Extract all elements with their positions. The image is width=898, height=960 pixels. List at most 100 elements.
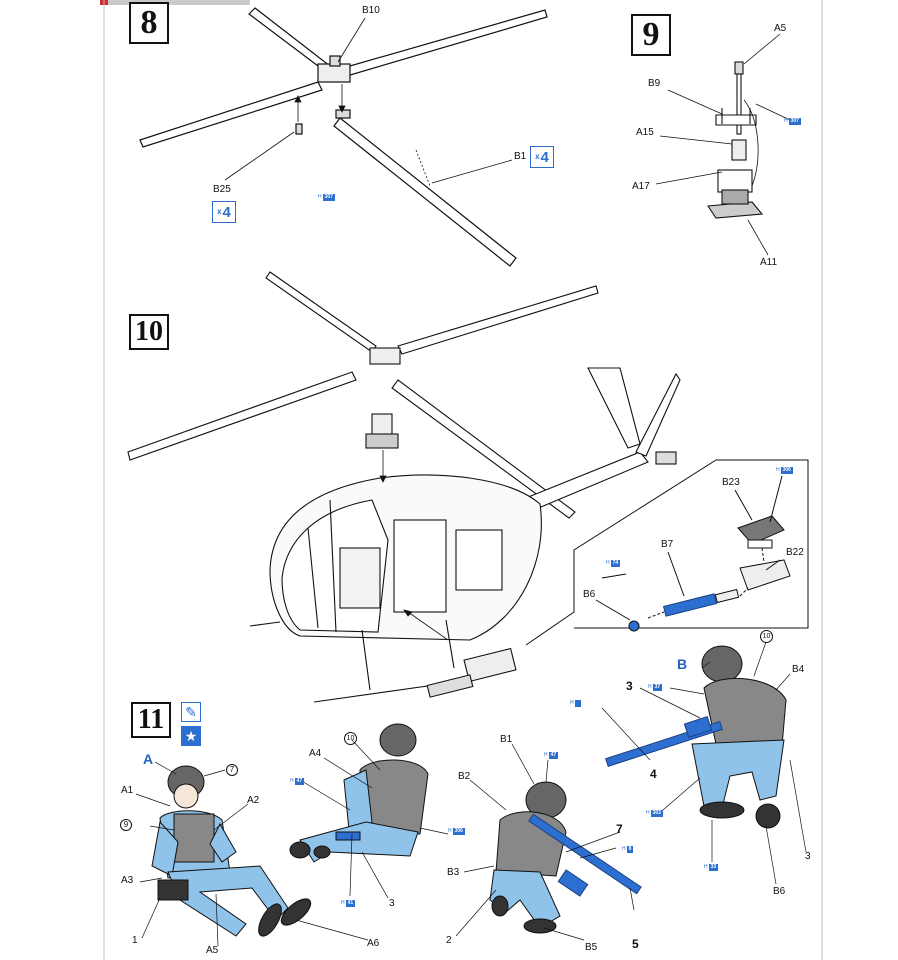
part-label-a5: A5 [774,23,787,34]
chip-code: 306 [452,828,465,835]
step9-mast-drawing [707,61,764,219]
chip-code: 41 [345,900,356,907]
barrel-b7 [662,593,718,617]
callout-9-circled: 9 [120,819,132,831]
part-label-a15: A15 [636,127,654,138]
figure-b-right-helmet [701,645,743,683]
blade-left [139,81,323,148]
callout-2: 2 [446,935,452,946]
sight-b23 [737,515,785,545]
part-label-b6: B6 [583,589,596,600]
part-label-b25: B25 [213,184,231,195]
part-label-b22: B22 [786,547,804,558]
callout-4: 4 [650,767,657,781]
quantity-value: 4 [222,203,231,221]
paint-brush-icon: ✎ [181,702,201,722]
step10-detail-inset [525,459,809,646]
chip-code: 47 [294,778,305,785]
chip-prefix: H [646,810,650,816]
color-chip: H [570,700,582,707]
chip-prefix: H [544,752,548,758]
chip-prefix: H [776,467,780,473]
part-label-b6-figure: B6 [773,886,786,897]
part-label-a3: A3 [121,875,134,886]
step-number-9: 9 [631,14,671,56]
part-label-b3: B3 [447,867,460,878]
figure-b-right-legs [691,739,785,809]
chip-code: 74 [610,560,621,567]
quantity-value: 4 [540,148,549,166]
step10-helicopter-drawing [127,271,681,703]
step-number-8: 8 [129,2,169,44]
part-label-a6: A6 [367,938,380,949]
mast-swashplate-b9 [715,114,757,126]
part-label-a2: A2 [247,795,260,806]
callout-7-bold: 7 [616,822,623,836]
main-blade-front [391,379,576,519]
chip-prefix: H [448,828,452,834]
chip-code: 306 [780,467,793,474]
chip-prefix: H [648,684,652,690]
main-rotor-hub [369,347,401,365]
part-label-b7: B7 [661,539,674,550]
chip-code: 307 [788,118,801,125]
callout-3-b: 3 [805,851,811,862]
part-label-a1: A1 [121,785,134,796]
part-label-b9: B9 [648,78,661,89]
chip-prefix: H [784,118,788,124]
step-number-10: 10 [129,314,169,350]
multiplier-prefix: x [535,152,540,161]
chip-prefix: H [622,846,626,852]
rotor-hub [317,63,351,83]
mast-top [734,61,744,75]
callout-10-circled-a4: 10 [344,732,357,745]
tail-fin-upper [587,367,641,449]
chip-code: 8 [626,846,634,853]
figure-label-a: A [143,751,154,767]
figure-a4-helmet [379,723,417,757]
chip-code: 33 [708,864,719,871]
main-blade-left [127,371,357,461]
part-label-b1-figure: B1 [500,734,513,745]
chip-code: 47 [548,752,559,759]
chip-prefix: H [704,864,708,870]
main-blade-back-right [397,285,599,355]
callout-1: 1 [132,935,138,946]
part-label-a11: A11 [760,257,778,268]
chip-code: 303 [650,810,663,817]
multiplier-prefix: x [217,207,222,216]
part-label-b5: B5 [585,942,598,953]
chip-code: 37 [652,684,663,691]
tail-fin-lower [635,372,681,457]
part-label-b4: B4 [792,664,805,675]
chip-prefix: H [570,700,574,706]
part-label-b1: B1 [514,151,527,162]
callout-5: 5 [632,937,639,951]
part-label-a4: A4 [309,748,322,759]
mount-b22 [739,559,791,591]
callout-3-a4: 3 [389,898,395,909]
blade-upper-left [248,7,331,73]
blade-front [333,117,517,267]
figure-a-arm-right [209,822,237,863]
main-blade-back-left [265,271,377,353]
crew-figure-a [151,765,312,937]
figure-b-right-torso [703,677,787,747]
crew-figure-b-left [489,781,642,934]
figure-a4-torso [359,759,429,835]
step8-rotor-drawing [139,7,548,267]
chip-prefix: H [341,900,345,906]
step11-leader-lines [135,641,807,947]
